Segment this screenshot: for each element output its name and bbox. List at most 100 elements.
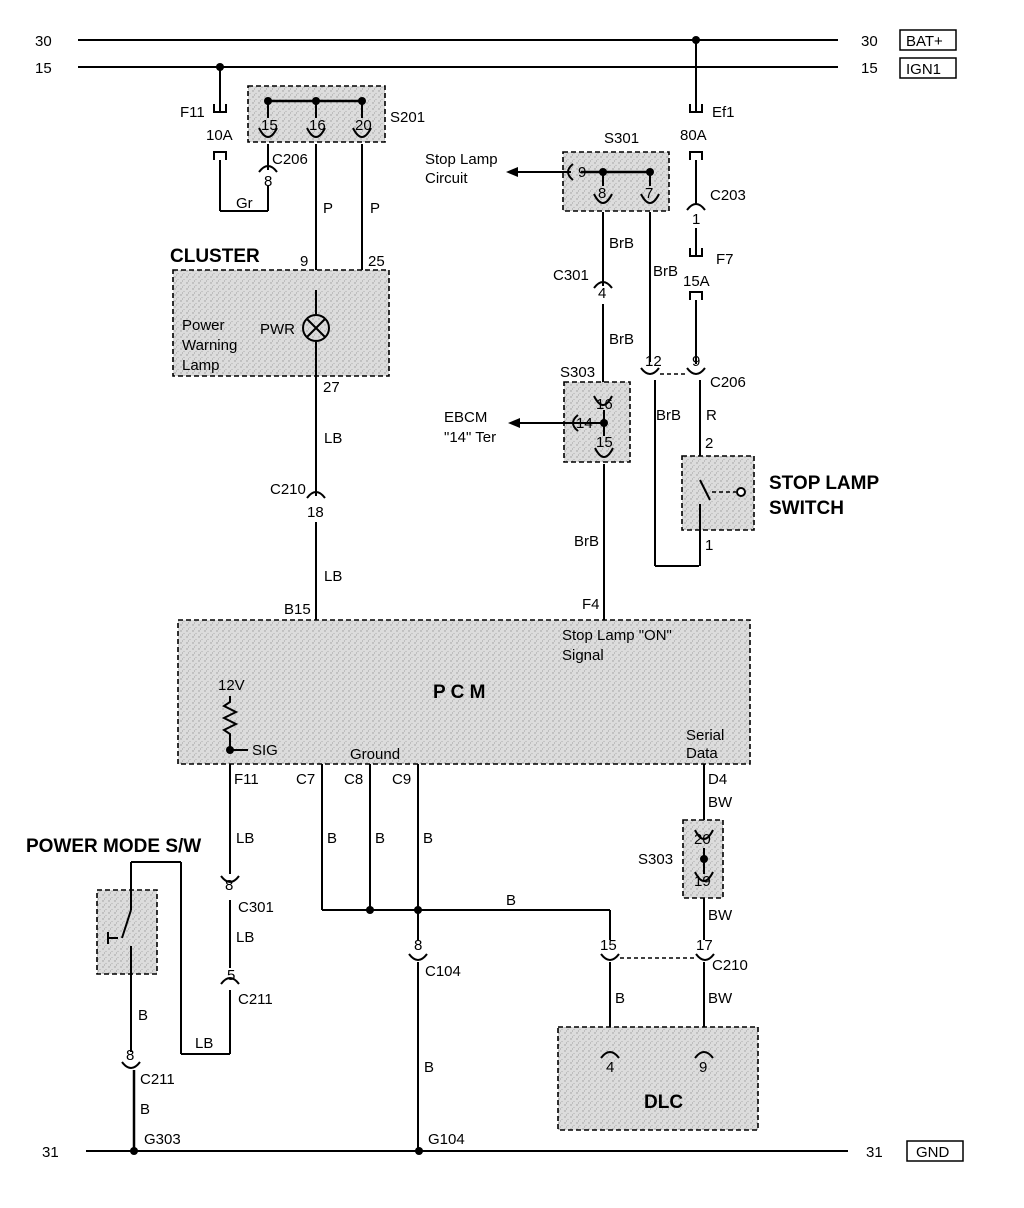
- wire-brb-s301: BrB C301 4 BrB: [553, 212, 634, 382]
- fuse-f7-rating: 15A: [683, 273, 710, 290]
- s201-pin-16: 16: [309, 117, 326, 134]
- cluster-pin-25: 25: [368, 253, 385, 270]
- c104-pin: 8: [414, 937, 422, 954]
- bat-rail-num-left: 30: [35, 33, 52, 50]
- power-mode-switch: POWER MODE S/W B 8 C211 B: [26, 836, 201, 1151]
- dlc-pin-9: 9: [699, 1059, 707, 1076]
- fuse-f7: F7 15A: [683, 228, 734, 364]
- wire-lb-1: LB: [324, 430, 342, 447]
- c203-label: C203: [710, 187, 746, 204]
- wire-lb-3: LB: [236, 830, 254, 847]
- pcm-stop-on-line1: Stop Lamp "ON": [562, 627, 672, 644]
- bat-rail-num-right: 30: [861, 33, 878, 50]
- connector-c210-b: 15 17 C210 B: [600, 937, 748, 1044]
- cluster-label: CLUSTER: [170, 246, 260, 267]
- sls-pin-2: 2: [705, 435, 713, 452]
- pcm-serial-line2: Data: [686, 745, 718, 762]
- pcm-label: P C M: [433, 682, 485, 703]
- wire-brb-4: BrB: [656, 407, 681, 424]
- c211-b-pin: 8: [126, 1047, 134, 1064]
- c211-b-label: C211: [140, 1071, 175, 1088]
- wire-b-c7: B: [327, 830, 337, 847]
- s303b-pin-20: 20: [694, 831, 711, 848]
- stop-lamp-switch-line1: STOP LAMP: [769, 473, 879, 494]
- wire-gr: Gr: [236, 195, 253, 212]
- c206-b-label: C206: [710, 374, 746, 391]
- pcm-12v: 12V: [218, 677, 245, 694]
- wire-brb-3: BrB: [653, 263, 678, 280]
- stop-lamp-circuit: Stop Lamp Circuit: [425, 151, 571, 187]
- pcm-b15: B15: [284, 601, 311, 618]
- pcm-ground: Ground: [350, 746, 400, 763]
- fuse-f11: F11 10A Gr: [180, 63, 269, 212]
- pcm-pins-bottom: F11 C7 C8 C9 D4: [234, 771, 727, 788]
- pcm-stop-on-line2: Signal: [562, 647, 604, 664]
- c206-a-label: C206: [272, 151, 308, 168]
- s301-pin-7: 7: [645, 185, 653, 202]
- wire-brb-s301-pin7: BrB 1 2 9 C206 BrB: [640, 212, 746, 567]
- power-warning-line2: Warning: [182, 337, 237, 354]
- c206-b-pin-9: 9: [692, 353, 700, 370]
- gnd-rail-num-left: 31: [42, 1144, 59, 1161]
- splice-s303-upper-label: S303: [560, 364, 595, 381]
- ign-rail-label: IGN1: [906, 61, 941, 78]
- c210-b-label: C210: [712, 957, 748, 974]
- pcm-pin-c8: C8: [344, 771, 363, 788]
- wire-bw-1: BW: [708, 794, 733, 811]
- c210-a-label: C210: [270, 481, 306, 498]
- pcm-pin-c9: C9: [392, 771, 411, 788]
- pcm-pin-f11: F11: [234, 771, 259, 788]
- c104-label: C104: [425, 963, 461, 980]
- power-warning-line3: Lamp: [182, 357, 220, 374]
- c203-pin: 1: [692, 211, 700, 228]
- gnd-rail-label: GND: [916, 1144, 950, 1161]
- s201-pin-20: 20: [355, 117, 372, 134]
- s303a-pin-14: 14: [576, 415, 593, 432]
- power-warning-line1: Power: [182, 317, 225, 334]
- splice-s301-label: S301: [604, 130, 639, 147]
- wire-brb-pcm: BrB F4: [574, 464, 605, 620]
- pcm-module: P C M Stop Lamp "ON" Signal 12V SIG Grou…: [177, 619, 751, 765]
- wire-b-bus: B: [506, 892, 516, 909]
- cluster: CLUSTER 9 25 PWR Power Warning Lamp 27: [170, 246, 390, 396]
- stop-lamp-circuit-line2: Circuit: [425, 170, 468, 187]
- wire-lb-5: LB: [195, 1035, 213, 1052]
- sls-pin-1: 1: [705, 537, 713, 554]
- splice-s303-upper: S303 16 14 15 EBCM "14" Ter: [444, 364, 631, 463]
- stop-lamp-switch-line2: SWITCH: [769, 498, 844, 519]
- splice-s201: 15 16 20 S201: [247, 85, 425, 143]
- wire-b-g303: B: [140, 1101, 150, 1118]
- ign-rail-num-left: 15: [35, 60, 52, 77]
- wire-bw-3: BW: [708, 990, 733, 1007]
- dlc: 4 9 DLC: [557, 1026, 759, 1131]
- connector-c203: C203 1: [686, 187, 746, 228]
- wire-lb-4: LB: [236, 929, 254, 946]
- connector-c206-a: C206 8: [258, 144, 308, 190]
- dlc-pin-4: 4: [606, 1059, 614, 1076]
- serial-data-path: BW 20 19 S303 BW BW: [638, 764, 733, 1044]
- pcm-pin-c7: C7: [296, 771, 315, 788]
- ign-rail-num-right: 15: [861, 60, 878, 77]
- splice-s201-label: S201: [390, 109, 425, 126]
- ebcm-line2: "14" Ter: [444, 429, 496, 446]
- wire-bw-2: BW: [708, 907, 733, 924]
- wire-b-c9: B: [423, 830, 433, 847]
- c210-a-pin: 18: [307, 504, 324, 521]
- c301-b-pin: 8: [225, 877, 233, 894]
- ground-g303: G303: [144, 1131, 181, 1148]
- wire-b-c104: B: [424, 1059, 434, 1076]
- wire-brb-pcm-label: BrB: [574, 533, 599, 550]
- fuse-ef1-rating: 80A: [680, 127, 707, 144]
- c210-b-pin-15: 15: [600, 937, 617, 954]
- power-mode-sw-label: POWER MODE S/W: [26, 836, 201, 857]
- gnd-rail-num-right: 31: [866, 1144, 883, 1161]
- s303b-pin-19: 19: [694, 873, 711, 890]
- c211-a-label: C211: [238, 991, 273, 1008]
- wire-b-dlc: B: [615, 990, 625, 1007]
- ign-rail: 15 15 IGN1: [35, 57, 957, 79]
- c206-a-pin: 8: [264, 173, 272, 190]
- s303a-pin-15: 15: [596, 434, 613, 451]
- bat-rail-label: BAT+: [906, 33, 943, 50]
- pcm-f4: F4: [582, 596, 600, 613]
